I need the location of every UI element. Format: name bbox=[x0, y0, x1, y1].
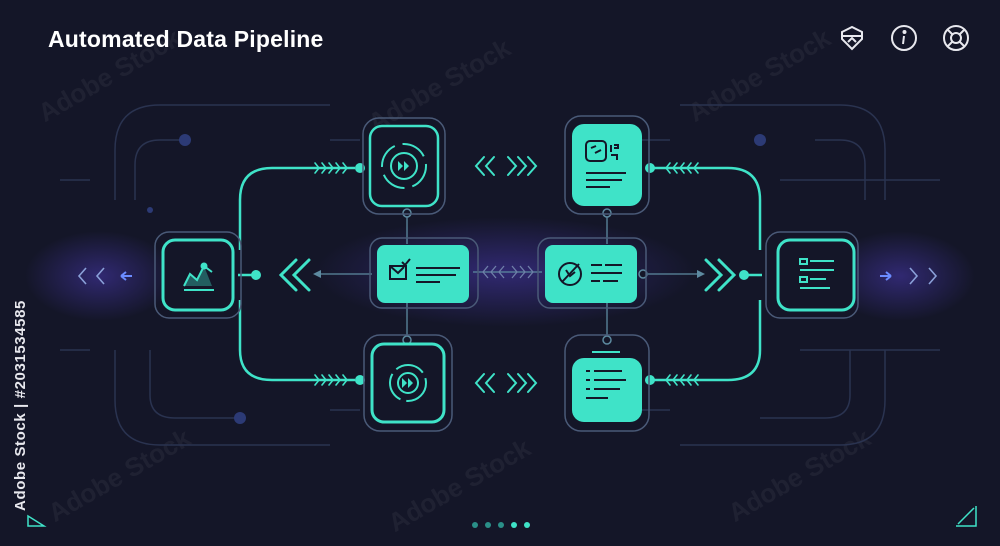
left-glow bbox=[25, 231, 175, 321]
pagination-dot[interactable] bbox=[472, 522, 478, 528]
node-transform-top[interactable] bbox=[564, 115, 650, 215]
qr-code-icon bbox=[585, 140, 626, 188]
report-list-icon bbox=[799, 258, 834, 289]
node-target-top[interactable] bbox=[362, 117, 446, 215]
fast-forward-target-icon bbox=[381, 143, 427, 189]
arrow-head bbox=[697, 270, 705, 278]
mail-check-icon bbox=[389, 258, 460, 283]
corner-mark bbox=[957, 507, 975, 525]
pagination-dot[interactable] bbox=[485, 522, 491, 528]
left-blue-arrow-icon bbox=[120, 271, 132, 281]
node-output-report[interactable] bbox=[765, 231, 859, 319]
document-list-icon bbox=[586, 370, 626, 399]
fast-forward-circle-icon bbox=[389, 364, 427, 402]
node-source-chart[interactable] bbox=[154, 231, 242, 319]
shield-icon[interactable] bbox=[836, 22, 868, 54]
junction-nodes bbox=[402, 208, 648, 345]
big-chevron-left bbox=[278, 258, 311, 292]
pagination-dots[interactable] bbox=[472, 522, 530, 528]
bidirectional-arrow-bottom bbox=[474, 373, 538, 393]
info-icon[interactable] bbox=[888, 22, 920, 54]
junction-dot bbox=[234, 412, 246, 424]
node-transform-bottom[interactable] bbox=[564, 334, 650, 432]
right-glow bbox=[825, 231, 975, 321]
lifebuoy-icon[interactable] bbox=[940, 22, 972, 54]
bidirectional-arrow-top bbox=[474, 156, 538, 176]
corner-mark bbox=[956, 506, 977, 527]
corner-mark bbox=[27, 514, 47, 527]
edge-arrows-left bbox=[77, 267, 105, 285]
node-target-bottom[interactable] bbox=[363, 334, 453, 432]
big-chevron-right bbox=[704, 258, 737, 292]
junction-dot bbox=[754, 134, 766, 146]
center-chevron-link bbox=[482, 265, 534, 279]
junction-dot bbox=[147, 207, 153, 213]
pagination-dot[interactable] bbox=[498, 522, 504, 528]
arrow-head bbox=[313, 270, 321, 278]
chevrons-bottom-right bbox=[664, 374, 699, 386]
chevrons-top-left bbox=[314, 162, 349, 174]
node-process-card[interactable] bbox=[537, 237, 647, 309]
area-chart-icon bbox=[183, 262, 214, 291]
edge-arrows-right bbox=[909, 267, 938, 285]
page-title: Automated Data Pipeline bbox=[48, 26, 324, 52]
right-blue-arrow-icon bbox=[880, 271, 892, 281]
chevrons-bottom-left bbox=[314, 374, 349, 386]
chevrons-top-right bbox=[664, 162, 699, 174]
top-icon-bar bbox=[836, 22, 972, 54]
junction-dot bbox=[179, 134, 191, 146]
pagination-dot-active[interactable] bbox=[524, 522, 530, 528]
thin-connectors bbox=[318, 213, 700, 340]
node-ingest-card[interactable] bbox=[369, 237, 479, 309]
background-circuit-lines bbox=[60, 104, 940, 446]
no-sync-icon bbox=[558, 262, 622, 286]
pagination-dot-active[interactable] bbox=[511, 522, 517, 528]
